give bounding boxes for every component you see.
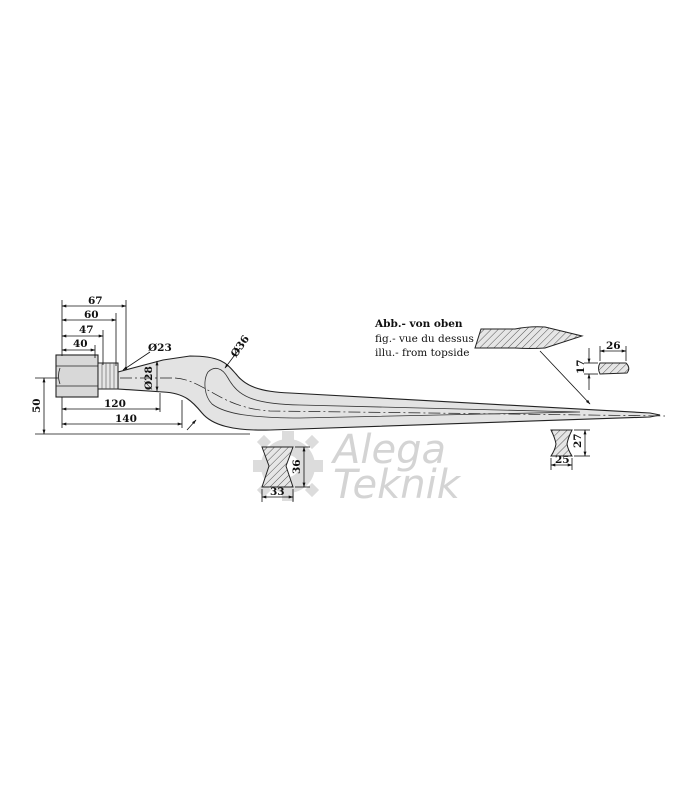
sec3-height: 17 [575,359,587,374]
section-profile-1: 36 33 [261,446,310,502]
sec2-height: 27 [572,433,584,448]
hex-nut [55,354,119,398]
dim-40: 40 [73,338,88,350]
watermark-line2: Teknik [333,462,462,508]
dim-60: 60 [84,309,99,321]
section-profile-3: 26 17 [575,340,630,390]
dim-50: 50 [31,398,43,413]
dim-d23: Ø23 [148,342,172,354]
section-profile-2: 27 25 [550,429,590,470]
watermark-line1: Alega [330,427,446,473]
gear-logo-icon [253,431,323,501]
dim-d36: Ø36 [229,333,252,359]
alega-teknik-watermark: Alega Teknik [253,427,462,508]
sec2-width: 25 [555,454,570,466]
bottom-dimensions: 120 140 50 [31,377,250,435]
note-german: Abb.- von oben [374,318,463,330]
sec3-width: 26 [606,340,621,352]
sec1-width: 33 [270,486,285,498]
top-view-note: Abb.- von oben fig.- vue du dessus illu.… [374,318,591,405]
dim-47: 47 [79,324,94,336]
note-english: illu.- from topside [375,347,470,359]
note-french: fig.- vue du dessus [375,333,474,345]
top-dimensions: 67 60 47 40 [61,295,127,370]
dim-67: 67 [88,295,103,307]
dim-140: 140 [115,413,137,425]
sec1-height: 36 [291,459,303,474]
dim-d28: Ø28 [143,366,155,390]
dim-120: 120 [104,398,126,410]
